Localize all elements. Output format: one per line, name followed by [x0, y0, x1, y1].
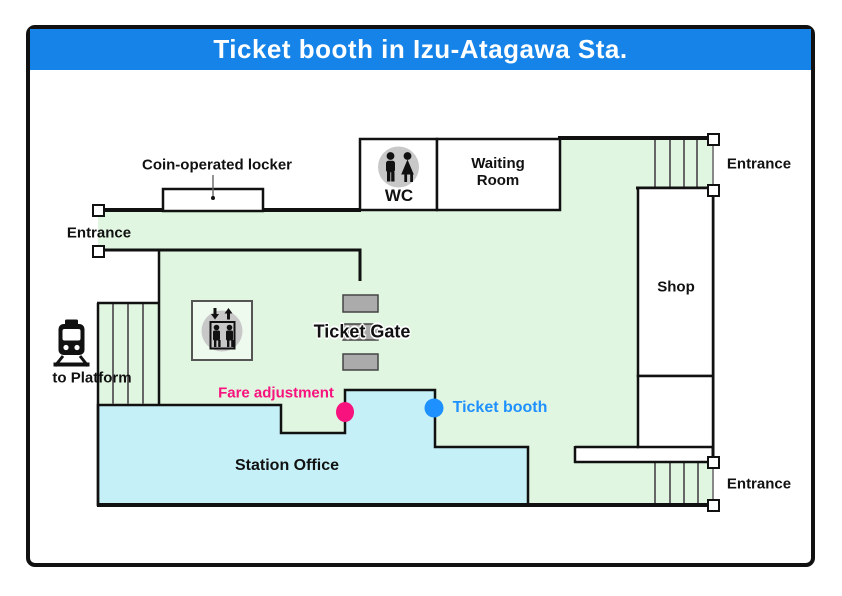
- restroom-icon: [378, 146, 419, 188]
- entrance-left-label: Entrance: [66, 224, 132, 242]
- entrance-top-right-label: Entrance: [726, 155, 792, 173]
- station-office-label: Station Office: [234, 456, 340, 474]
- shop-room: [636, 186, 715, 378]
- entrance-markers: [92, 133, 720, 512]
- wc-label: WC: [384, 186, 414, 206]
- shop-label: Shop: [657, 278, 695, 296]
- to-platform-label: to Platform: [52, 369, 132, 387]
- shop-annex-room: [636, 374, 715, 449]
- stairs-entrance-bottom-right: [654, 463, 699, 504]
- train-icon: [53, 319, 90, 367]
- coin-locker-pointer: [211, 175, 215, 200]
- waiting-room-label: Waiting Room: [471, 154, 525, 189]
- ticket-booth-marker: [424, 398, 444, 418]
- page-title: Ticket booth in Izu-Atagawa Sta.: [30, 29, 811, 70]
- coin-locker-label: Coin-operated locker: [141, 156, 293, 174]
- walls: [96, 136, 715, 507]
- landing-band: [575, 447, 712, 462]
- fare-adjustment-label: Fare adjustment: [218, 384, 334, 402]
- elevator-icon: [201, 308, 243, 352]
- ticket-gate-machines: [342, 294, 379, 371]
- waiting-room: [435, 137, 562, 212]
- ticket-booth-label: Ticket booth: [452, 398, 548, 416]
- fare-adjustment-marker: [336, 402, 354, 422]
- stairs-entrance-top-right: [654, 140, 698, 187]
- ticket-gate-label: Ticket Gate: [313, 321, 411, 342]
- entrance-bottom-right-label: Entrance: [726, 475, 792, 493]
